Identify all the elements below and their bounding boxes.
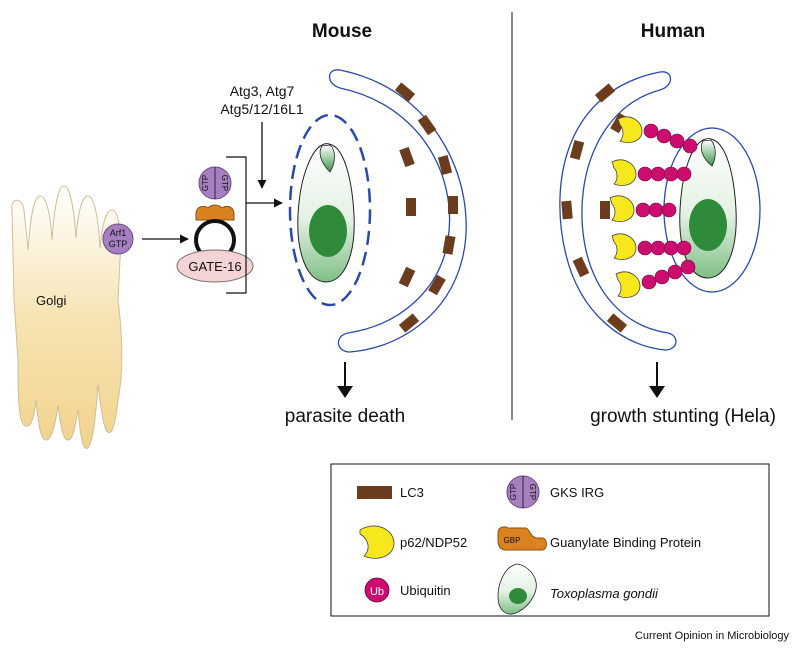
- human-phagophore: [559, 71, 677, 351]
- gbp-dimer: [195, 204, 235, 221]
- legend-lc3-swatch: [357, 486, 392, 499]
- arf1-label-line2: GTP: [109, 239, 128, 249]
- legend-irg-gtp-right: GTP: [528, 484, 537, 500]
- human-toxoplasma: [679, 138, 737, 279]
- golgi: [11, 185, 123, 449]
- legend-lc3-label: LC3: [400, 485, 424, 500]
- gate16-ellipse: [176, 249, 254, 283]
- mouse-vacuole-dashed: [288, 113, 372, 307]
- mouse-toxoplasma: [297, 143, 355, 283]
- legend-p62-label: p62/NDP52: [400, 535, 467, 550]
- mouse-lc3-blocks: [394, 82, 458, 333]
- irg-gtp-complex: GTP GTP: [198, 166, 232, 200]
- mouse-phagophore: [328, 69, 467, 353]
- legend-p62-swatch: [359, 525, 395, 559]
- legend-irg-gtp-left: GTP: [509, 484, 518, 500]
- irg-gtp-right: GTP: [220, 175, 229, 191]
- human-title: Human: [641, 21, 705, 42]
- legend-gbp-swatch: [497, 526, 547, 551]
- human-outcome: growth stunting (Hela): [590, 406, 776, 427]
- gate16-label: GATE-16: [188, 259, 241, 274]
- legend-toxo-label: Toxoplasma gondii: [550, 586, 659, 601]
- legend: LC3 GTP GTP GKS IRG p62/NDP52 GBP Guanyl…: [330, 463, 770, 617]
- credit: Current Opinion in Microbiology: [635, 630, 790, 642]
- arf1-label-line1: Arf1: [110, 228, 127, 238]
- irg-gtp-left: GTP: [201, 175, 210, 191]
- atg-label-line1: Atg3, Atg7: [230, 83, 295, 99]
- legend-ub-label: Ubiquitin: [400, 583, 451, 598]
- legend-ub-swatch: [364, 577, 390, 603]
- human-outcome-arrow-head: [649, 386, 665, 398]
- legend-gbp-badge: GBP: [504, 536, 521, 545]
- legend-toxo-swatch: [497, 563, 537, 615]
- complex-bracket: [226, 156, 247, 294]
- mouse-title: Mouse: [312, 21, 372, 42]
- legend-ub-badge: Ub: [370, 586, 384, 598]
- arf1-gtp-circle: [102, 223, 134, 255]
- mouse-outcome-arrow-head: [337, 386, 353, 398]
- golgi-label: Golgi: [36, 293, 66, 308]
- p62-ubiquitin-chains: [609, 116, 698, 298]
- legend-irg-label: GKS IRG: [550, 485, 604, 500]
- atg-label-line2: Atg5/12/16L1: [220, 101, 304, 117]
- legend-gbp-label: Guanylate Binding Protein: [550, 535, 701, 550]
- mouse-outcome: parasite death: [285, 406, 405, 427]
